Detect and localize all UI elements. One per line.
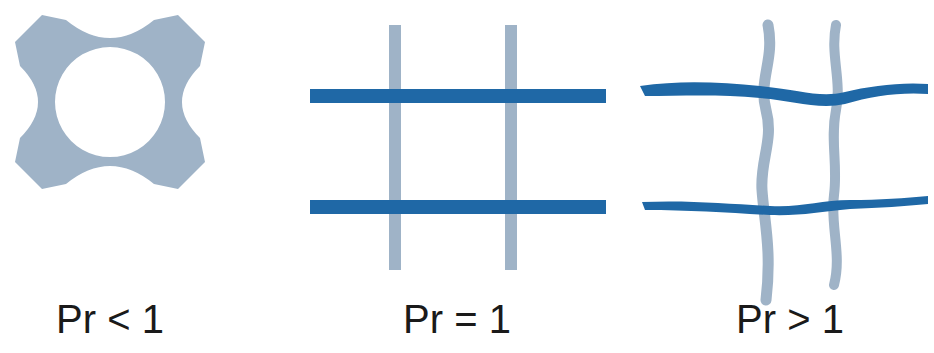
vertical-bar: [389, 25, 401, 270]
reentrant-cell: [15, 15, 205, 189]
wavy-vertical-fiber: [833, 25, 838, 285]
prandtl-label: Pr < 1: [56, 299, 164, 339]
prandtl-label: Pr > 1: [736, 299, 844, 339]
vertical-bar: [505, 25, 517, 270]
wavy-vertical-fiber: [762, 25, 770, 300]
horizontal-bar: [310, 89, 606, 103]
wavy-horizontal-fiber: [642, 196, 928, 215]
wavy-horizontal-fiber: [640, 82, 928, 106]
horizontal-bar: [310, 200, 606, 214]
prandtl-label: Pr = 1: [403, 299, 511, 339]
